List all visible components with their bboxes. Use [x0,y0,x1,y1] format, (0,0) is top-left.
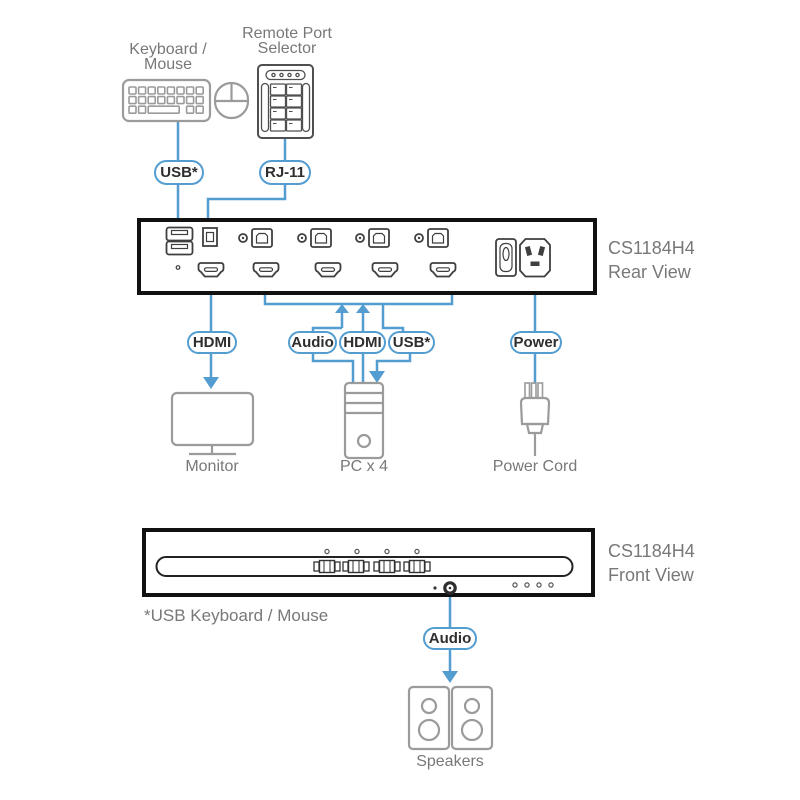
usb-note-label: *USB Keyboard / Mouse [144,606,329,625]
rear-view-label: CS1184H4 Rear View [608,236,695,284]
cable-usb-down-elbow [381,304,405,334]
hdmi-pc-pill: HDMI [339,331,386,354]
rear-view-text: Rear View [608,262,691,282]
remote-port-selector-icon [257,64,314,139]
keyboard-mouse-label-line2: Mouse [143,56,193,73]
cable-bracket-pc-ports [263,295,454,306]
front-view-text: Front View [608,565,694,585]
cable-usb-to-pc [369,353,412,383]
power-pill: Power [510,331,562,354]
cable-hdmi-up [356,304,370,334]
remote-port-selector-label: Remote Port Selector [217,25,357,57]
power-plug-icon [519,382,551,456]
audio-jack-front-icon [443,581,457,595]
hdmi-monitor-pill: HDMI [187,331,237,354]
keyboard-mouse-label: Keyboard / Mouse [98,41,238,73]
audio-pc-pill: Audio [288,331,337,354]
cable-audio-to-pc [311,353,355,384]
speakers-label: Speakers [416,753,484,770]
power-cord-label: Power Cord [492,458,578,475]
audio-front-pill: Audio [423,627,477,650]
usb-top-pill: USB* [154,160,204,185]
reset-hole-icon [175,265,181,270]
keyboard-mouse-label-line1: Keyboard / [129,41,207,58]
rj11-port-icon [202,227,218,247]
cable-audio-up [311,304,349,334]
rj11-pill: RJ-11 [259,160,311,185]
front-view-label: CS1184H4 Front View [608,539,695,587]
keyboard-icon [121,78,212,123]
mic-hole-icon [433,586,437,590]
remote-port-selector-label-line2: Selector [257,40,317,57]
mouse-icon [213,81,250,120]
speakers-icon [407,685,494,751]
power-inlet-icon [519,238,551,278]
monitor-icon [170,391,255,456]
pc-label: PC x 4 [339,458,388,475]
usb-a-ports-icon [165,226,194,256]
remote-port-selector-label-line1: Remote Port [242,25,332,42]
front-view-model: CS1184H4 [608,541,695,561]
rear-view-model: CS1184H4 [608,238,695,258]
pc-tower-icon [343,381,385,460]
monitor-label: Monitor [185,458,239,475]
usb-pc-pill: USB* [388,331,435,354]
power-switch-icon [495,238,517,277]
kvm-front-panel [142,528,595,597]
kvm-rear-panel [137,218,597,295]
